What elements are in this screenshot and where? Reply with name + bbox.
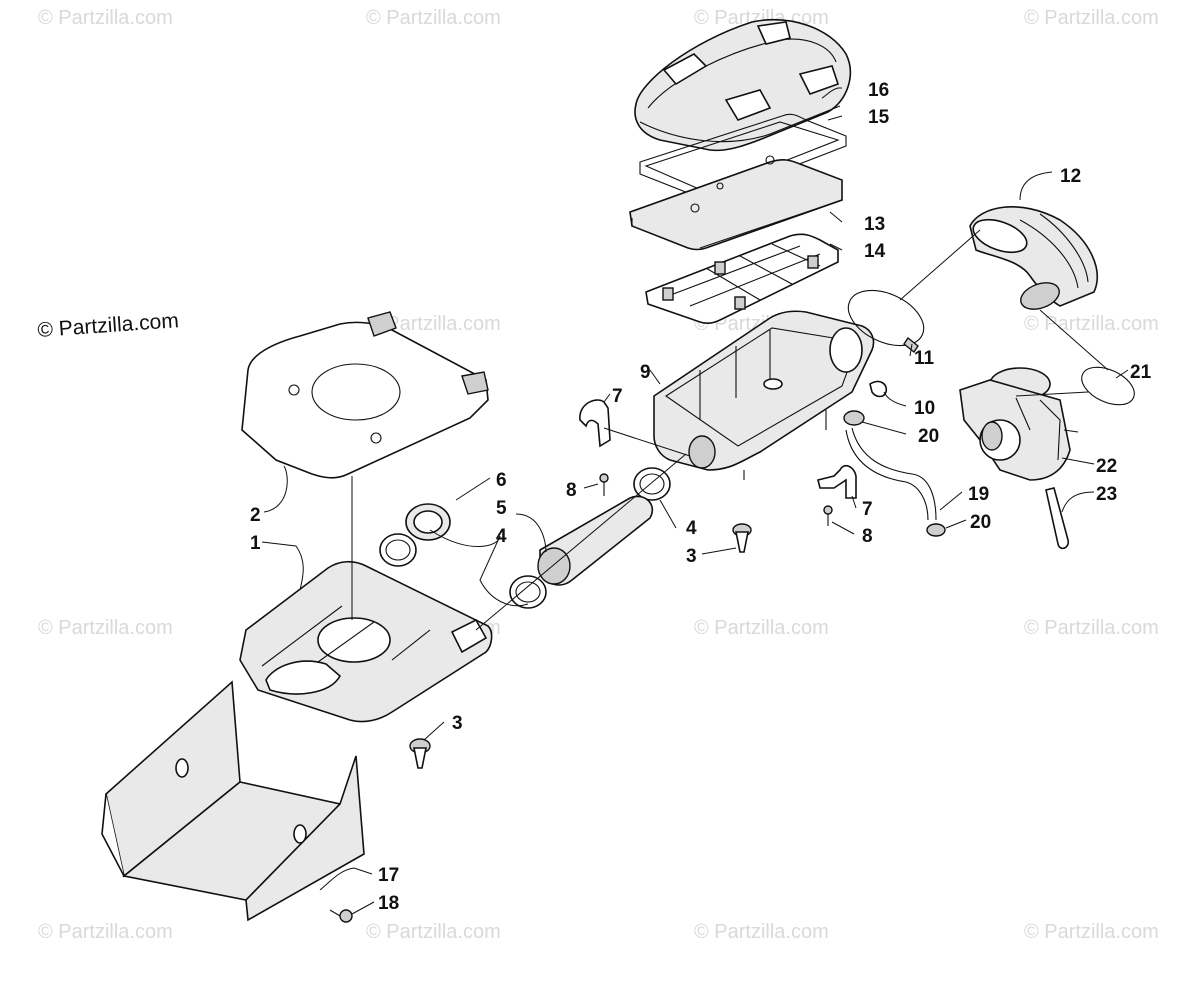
callout-8: 8	[566, 480, 577, 501]
callout-4: 4	[496, 526, 507, 547]
carburetor	[959, 367, 1079, 481]
callout-3: 3	[452, 713, 463, 734]
callout-20: 20	[918, 426, 939, 447]
callout-23: 23	[1096, 484, 1117, 505]
callout-21: 21	[1130, 362, 1152, 383]
callout-15: 15	[868, 107, 890, 128]
watermark: © Partzilla.com	[694, 921, 829, 943]
callout-5: 5	[496, 498, 507, 519]
inlet-boot	[405, 503, 451, 541]
airbox-cover	[634, 18, 852, 152]
callout-16: 16	[868, 80, 889, 101]
watermark: © Partzilla.com	[1024, 313, 1159, 335]
intake-boot	[969, 206, 1098, 310]
callout-7: 7	[612, 386, 623, 407]
clamp-small	[869, 380, 888, 398]
callout-7: 7	[862, 499, 873, 520]
fuel-hose	[1045, 487, 1070, 550]
callout-17: 17	[378, 865, 399, 886]
callout-4: 4	[686, 518, 697, 539]
callout-9: 9	[640, 362, 651, 383]
grommet	[732, 523, 752, 553]
callout-1: 1	[250, 533, 261, 554]
vent-hose	[851, 427, 937, 521]
callout-labels: 1 2 3 3 4 4 5 6 7 7 8 8 9 10 11 12 13 14…	[250, 80, 1152, 914]
watermark: © Partzilla.com	[38, 7, 173, 29]
watermark: © Partzilla.com	[1024, 921, 1159, 943]
lower-airbox	[239, 560, 493, 723]
callout-10: 10	[914, 398, 935, 419]
clamp	[1081, 366, 1135, 406]
heat-shield	[101, 680, 365, 922]
airbox-base	[653, 310, 875, 480]
callout-11: 11	[914, 348, 935, 369]
clamp	[633, 467, 671, 501]
callout-6: 6	[496, 470, 507, 491]
watermark: © Partzilla.com	[38, 921, 173, 943]
watermark: © Partzilla.com	[1024, 617, 1159, 639]
clamp	[847, 289, 925, 347]
callout-20: 20	[970, 512, 991, 533]
grommet	[409, 738, 431, 769]
callout-12: 12	[1060, 166, 1081, 187]
clamp	[843, 410, 865, 426]
watermark: © Partzilla.com	[38, 617, 173, 639]
screw	[823, 505, 833, 526]
mounting-bracket	[817, 464, 857, 499]
clamp	[509, 575, 547, 609]
callout-18: 18	[378, 893, 399, 914]
leader-lines	[261, 87, 1129, 915]
watermark: © Partzilla.com	[366, 313, 501, 335]
callout-13: 13	[864, 214, 885, 235]
airbox-lid	[241, 311, 489, 479]
intake-tube	[537, 495, 654, 586]
watermark: © Partzilla.com	[366, 921, 501, 943]
callout-3: 3	[686, 546, 697, 567]
mounting-bracket	[579, 399, 611, 448]
watermark: © Partzilla.com	[1024, 7, 1159, 29]
air-filter	[629, 155, 843, 251]
callout-2: 2	[250, 505, 261, 526]
screw	[599, 473, 609, 496]
filter-cage	[645, 233, 839, 325]
watermark: © Partzilla.com	[694, 617, 829, 639]
callout-19: 19	[968, 484, 989, 505]
callout-22: 22	[1096, 456, 1117, 477]
watermark: © Partzilla.com	[366, 7, 501, 29]
fastener	[329, 909, 353, 923]
callout-14: 14	[864, 241, 886, 262]
clamp	[379, 533, 417, 567]
callout-8: 8	[862, 526, 873, 547]
copyright-text: © Partzilla.com	[37, 309, 180, 342]
